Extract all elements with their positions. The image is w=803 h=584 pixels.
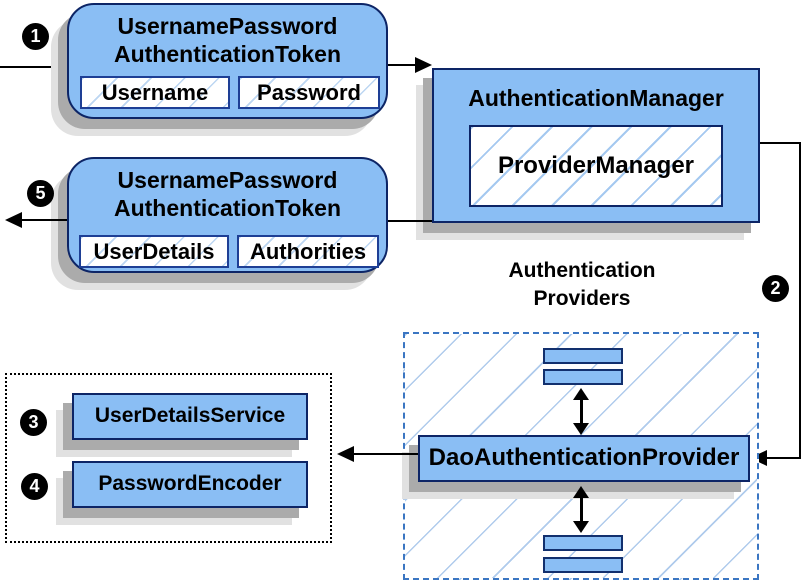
providers-heading: Authentication Providers — [467, 257, 697, 313]
up-arrowhead-icon — [573, 388, 589, 400]
collaborators-container — [5, 373, 332, 543]
providers-heading-line1: Authentication — [508, 259, 656, 282]
response-token-box: UsernamePassword AuthenticationToken Use… — [67, 157, 388, 273]
step4-badge: 4 — [21, 473, 48, 500]
step2-badge: 2 — [762, 275, 789, 302]
dao-to-services-arrowhead-icon — [337, 446, 354, 462]
authentication-manager-box: AuthenticationManager ProviderManager — [432, 68, 760, 223]
request-token-title-line1: UsernamePassword — [117, 13, 338, 39]
dao-authentication-provider-box: DaoAuthenticationProvider — [418, 435, 750, 482]
password-field: Password — [238, 76, 380, 109]
providers-heading-line2: Providers — [533, 287, 631, 310]
request-token-title: UsernamePassword AuthenticationToken — [69, 12, 386, 68]
authentication-manager-title: AuthenticationManager — [468, 85, 724, 111]
dao-to-services-line — [354, 453, 418, 455]
response-token-title-line2: AuthenticationToken — [113, 195, 341, 221]
provider-stack-bar — [543, 557, 623, 573]
step2-line-top — [760, 142, 801, 144]
step5-badge: 5 — [27, 180, 54, 207]
request-token-title-line2: AuthenticationToken — [113, 41, 341, 67]
response-token-title: UsernamePassword AuthenticationToken — [69, 166, 386, 222]
step2-line-vertical — [799, 142, 801, 459]
step5-line-right — [388, 220, 432, 222]
step2-line-bottom — [766, 457, 801, 459]
step5-arrowhead-icon — [5, 212, 22, 228]
response-token-title-line1: UsernamePassword — [117, 167, 338, 193]
step5-line-left — [20, 219, 67, 221]
provider-manager-box: ProviderManager — [469, 125, 723, 207]
provider-stack-bar — [543, 535, 623, 551]
provider-stack-bar — [543, 348, 623, 364]
step1-incoming-line — [0, 66, 67, 68]
double-arrow-shaft — [580, 495, 583, 523]
down-arrowhead-icon — [573, 521, 589, 533]
step3-badge: 3 — [20, 409, 47, 436]
user-details-service-box: UserDetailsService — [72, 393, 308, 440]
password-encoder-box: PasswordEncoder — [72, 461, 308, 508]
request-token-box: UsernamePassword AuthenticationToken Use… — [67, 3, 388, 119]
provider-stack-bar — [543, 369, 623, 385]
step1-badge: 1 — [22, 23, 49, 50]
double-arrow-shaft — [580, 397, 583, 425]
down-arrowhead-icon — [573, 423, 589, 435]
step1-arrow-line — [388, 64, 416, 66]
step1-arrowhead-icon — [415, 57, 432, 73]
up-arrowhead-icon — [573, 486, 589, 498]
userdetails-field: UserDetails — [79, 235, 229, 268]
username-field: Username — [80, 76, 230, 109]
authorities-field: Authorities — [237, 235, 379, 268]
